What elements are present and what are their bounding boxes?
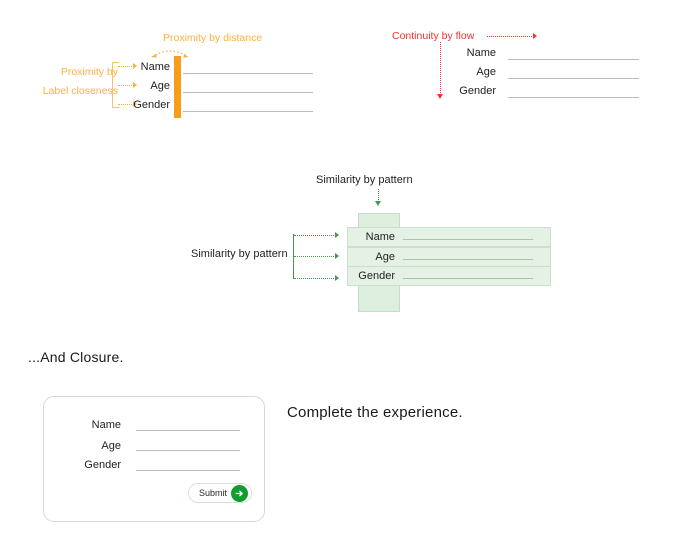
closure-field-label-gender: Gender <box>84 459 121 471</box>
proximity-field-label-age: Age <box>150 80 170 92</box>
similarity-row-gender <box>347 266 551 286</box>
similarity-arrow-line-age <box>294 256 336 257</box>
closure-input-name[interactable] <box>136 430 240 431</box>
proximity-label-annotation-line2: Label closeness <box>42 85 118 97</box>
proximity-arrow-head-gender <box>133 101 137 107</box>
proximity-arrow-head-name <box>133 63 137 69</box>
similarity-arrow-line-name <box>294 235 336 236</box>
proximity-input-age[interactable] <box>183 92 313 93</box>
similarity-arrow-line-top <box>378 189 379 202</box>
similarity-annotation-left: Similarity by pattern <box>191 248 288 260</box>
similarity-input-age[interactable] <box>403 259 533 260</box>
proximity-input-name[interactable] <box>183 73 313 74</box>
arrow-right-icon <box>231 484 249 502</box>
closure-form-card: Name Age Gender Submit <box>43 396 265 522</box>
proximity-arrow-head-age <box>133 82 137 88</box>
proximity-distance-arc-icon <box>151 50 189 58</box>
similarity-annotation-top: Similarity by pattern <box>316 174 413 186</box>
similarity-arrow-head-name <box>335 232 339 238</box>
similarity-input-name[interactable] <box>403 239 533 240</box>
continuity-field-label-name: Name <box>466 47 496 59</box>
continuity-arrow-line-horizontal <box>487 36 534 37</box>
proximity-arrow-line-name <box>118 66 134 67</box>
submit-button[interactable]: Submit <box>188 483 253 503</box>
similarity-input-gender[interactable] <box>403 278 533 279</box>
closure-input-age[interactable] <box>136 450 240 451</box>
proximity-field-label-gender: Gender <box>133 99 170 111</box>
continuity-input-age[interactable] <box>508 78 639 79</box>
submit-button-label: Submit <box>199 488 228 498</box>
proximity-arrow-line-gender <box>118 104 134 105</box>
similarity-arrow-head-age <box>335 253 339 259</box>
proximity-gap-bar <box>174 56 181 118</box>
proximity-arrow-line-age <box>118 85 134 86</box>
proximity-label-annotation-line1: Proximity by <box>60 66 118 78</box>
continuity-field-label-age: Age <box>476 66 496 78</box>
continuity-arrow-line-vertical <box>440 42 441 95</box>
continuity-arrow-head-horizontal <box>533 33 537 39</box>
similarity-field-label-gender: Gender <box>358 270 395 282</box>
proximity-input-gender[interactable] <box>183 111 313 112</box>
continuity-annotation: Continuity by flow <box>392 30 475 42</box>
closure-field-label-age: Age <box>101 440 121 452</box>
closure-input-gender[interactable] <box>136 470 240 471</box>
closure-field-label-name: Name <box>91 419 121 431</box>
similarity-arrow-head-gender <box>335 275 339 281</box>
similarity-row-name <box>347 227 551 247</box>
continuity-input-name[interactable] <box>508 59 639 60</box>
similarity-field-label-age: Age <box>375 251 395 263</box>
closure-caption: Complete the experience. <box>287 404 463 421</box>
proximity-distance-annotation: Proximity by distance <box>163 32 263 44</box>
similarity-field-label-name: Name <box>365 231 395 243</box>
similarity-arrow-line-gender <box>294 278 336 279</box>
continuity-field-label-gender: Gender <box>459 85 496 97</box>
closure-heading: ...And Closure. <box>28 349 124 365</box>
similarity-bracket <box>293 234 294 279</box>
similarity-arrow-head-top <box>375 201 381 206</box>
continuity-input-gender[interactable] <box>508 97 639 98</box>
proximity-bracket <box>112 62 119 108</box>
proximity-field-label-name: Name <box>140 61 170 73</box>
continuity-arrow-head-vertical <box>437 94 443 99</box>
